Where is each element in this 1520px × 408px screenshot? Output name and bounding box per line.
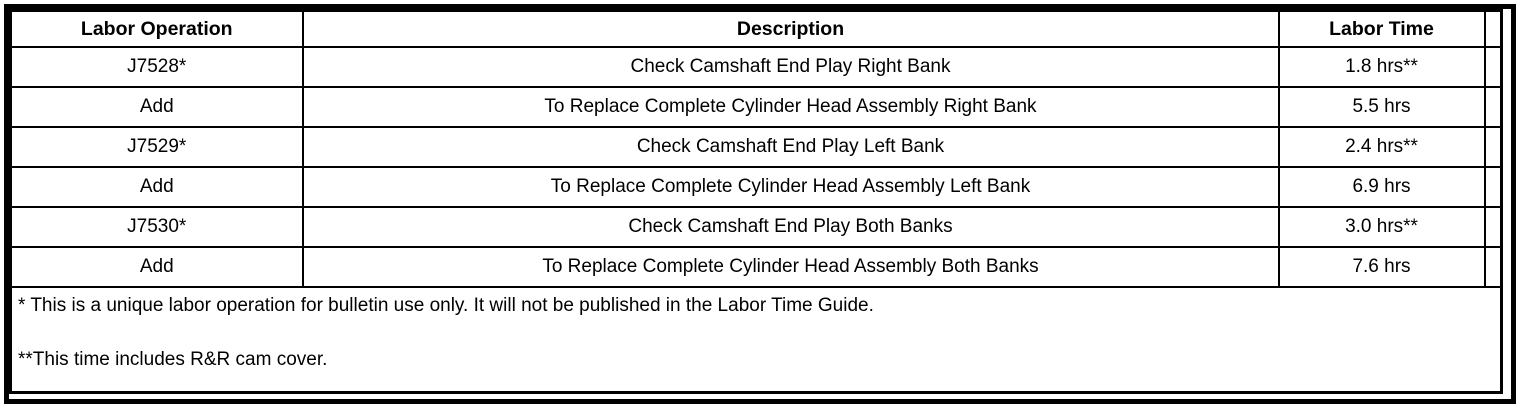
column-header-spacer (1483, 9, 1503, 48)
labor-time-cell: 7.6 hrs (1277, 246, 1486, 288)
column-header-labor-time: Labor Time (1277, 9, 1486, 48)
labor-operation-cell: Add (9, 86, 304, 128)
table-row: J7528* Check Camshaft End Play Right Ban… (9, 46, 1503, 88)
description-cell: To Replace Complete Cylinder Head Assemb… (301, 86, 1280, 128)
labor-time-cell: 5.5 hrs (1277, 86, 1486, 128)
labor-operation-cell: Add (9, 246, 304, 288)
description-cell: To Replace Complete Cylinder Head Assemb… (301, 246, 1280, 288)
table-row: Add To Replace Complete Cylinder Head As… (9, 246, 1503, 288)
spacer-cell (1483, 206, 1503, 248)
table-body: J7528* Check Camshaft End Play Right Ban… (9, 46, 1503, 394)
description-cell: To Replace Complete Cylinder Head Assemb… (301, 166, 1280, 208)
labor-time-table: Labor Operation Description Labor Time J… (9, 9, 1503, 394)
labor-time-cell: 3.0 hrs** (1277, 206, 1486, 248)
description-cell: Check Camshaft End Play Right Bank (301, 46, 1280, 88)
spacer-cell (1483, 246, 1503, 288)
table-row: J7530* Check Camshaft End Play Both Bank… (9, 206, 1503, 248)
labor-operation-cell: J7528* (9, 46, 304, 88)
table-header: Labor Operation Description Labor Time (9, 9, 1503, 48)
labor-operation-cell: Add (9, 166, 304, 208)
column-header-description: Description (301, 9, 1280, 48)
description-cell: Check Camshaft End Play Left Bank (301, 126, 1280, 168)
document-frame: Labor Operation Description Labor Time J… (4, 4, 1516, 404)
description-cell: Check Camshaft End Play Both Banks (301, 206, 1280, 248)
table-row: Add To Replace Complete Cylinder Head As… (9, 166, 1503, 208)
header-row: Labor Operation Description Labor Time (9, 9, 1503, 48)
labor-operation-cell: J7530* (9, 206, 304, 248)
footnotes-cell: * This is a unique labor operation for b… (9, 286, 1503, 394)
spacer-cell (1483, 126, 1503, 168)
footnote-single-asterisk: * This is a unique labor operation for b… (18, 295, 874, 316)
labor-time-cell: 1.8 hrs** (1277, 46, 1486, 88)
spacer-cell (1483, 46, 1503, 88)
labor-time-cell: 2.4 hrs** (1277, 126, 1486, 168)
spacer-cell (1483, 86, 1503, 128)
column-header-labor-operation: Labor Operation (9, 9, 304, 48)
labor-operation-cell: J7529* (9, 126, 304, 168)
footnote-double-asterisk: **This time includes R&R cam cover. (18, 348, 328, 370)
footnotes-row: * This is a unique labor operation for b… (9, 286, 1503, 394)
table-row: Add To Replace Complete Cylinder Head As… (9, 86, 1503, 128)
labor-time-cell: 6.9 hrs (1277, 166, 1486, 208)
spacer-cell (1483, 166, 1503, 208)
table-row: J7529* Check Camshaft End Play Left Bank… (9, 126, 1503, 168)
